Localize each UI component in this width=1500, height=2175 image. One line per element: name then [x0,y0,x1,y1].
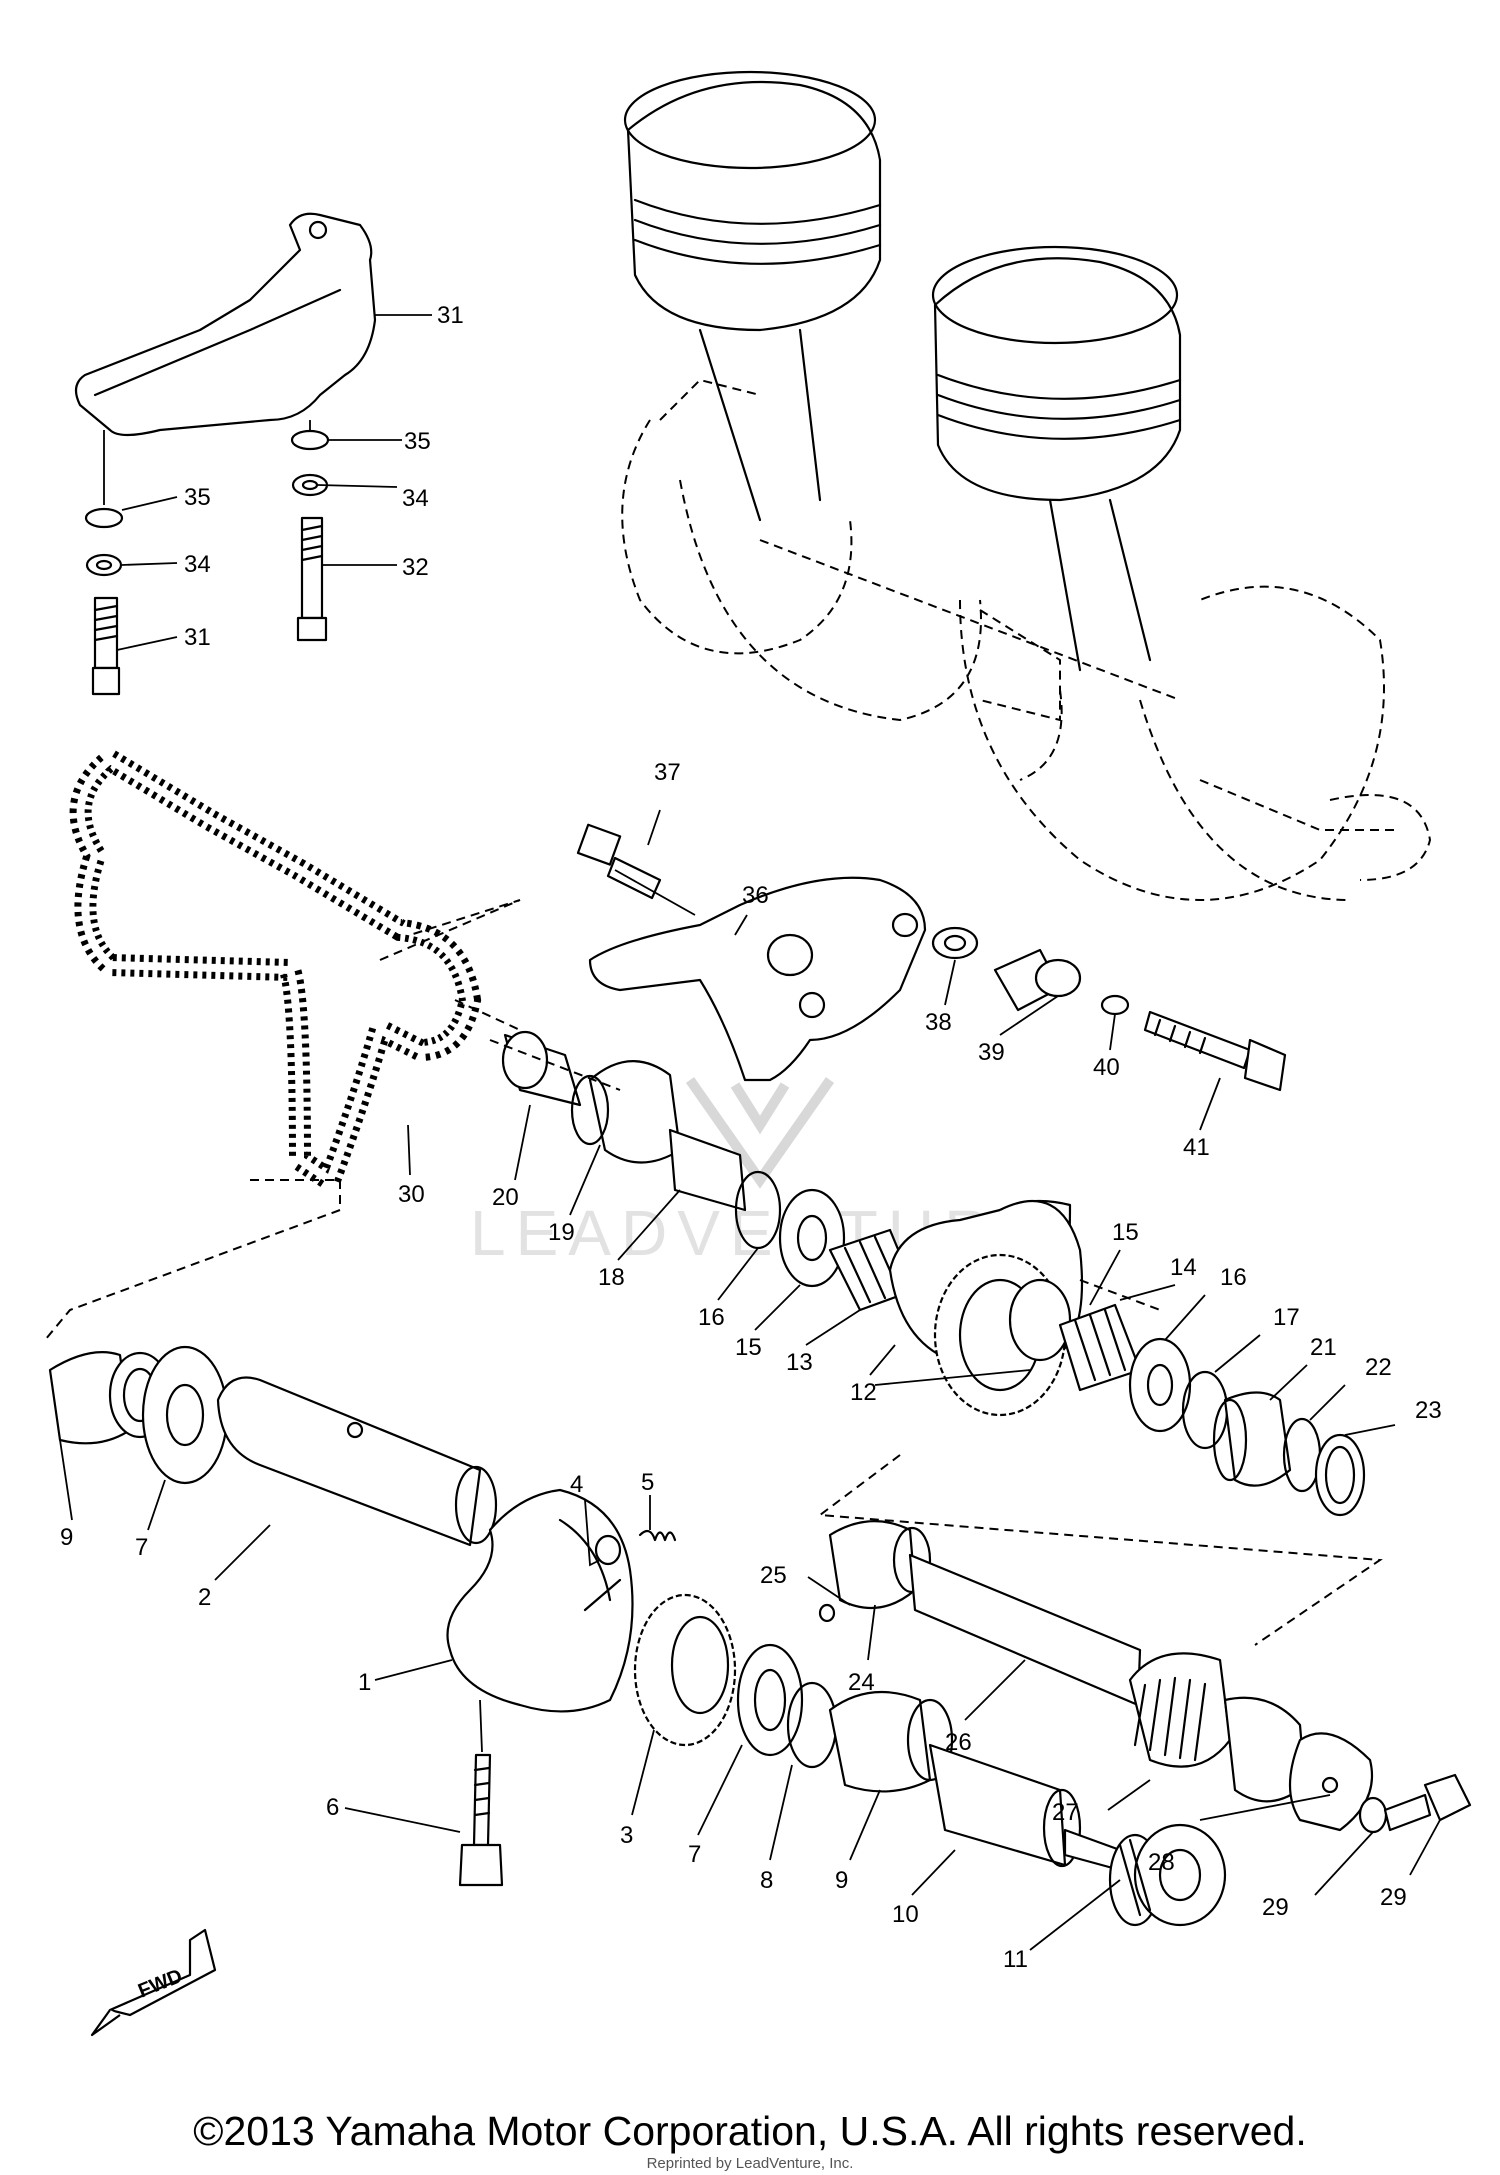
callout-25: 26 [945,1729,972,1756]
callout-24: 25 [760,1562,787,1589]
washer-40 [1100,994,1130,1016]
sprocket-14 [933,1253,1072,1417]
callout-13-right: 14 [1170,1254,1197,1281]
bolt-6 [458,1753,504,1887]
engine-assembly-outline [621,70,1432,901]
collar-bolt-39 [993,948,1082,1012]
callout-41: 41 [1183,1134,1210,1161]
bracket-31 [74,212,377,437]
thrust-washer-7-right [736,1643,804,1757]
callout-34-left: 34 [184,551,211,578]
copyright-text: ©2013 Yamaha Motor Corporation, U.S.A. A… [193,2108,1307,2154]
shaft-housing-1 [446,1488,634,1713]
callout-8: 8 [760,1867,773,1894]
ring-21 [1282,1417,1322,1493]
bolt-33 [296,516,328,642]
callout-35-right: 35 [404,428,431,455]
callout-9-right: 9 [835,1867,848,1894]
callout-11: 11 [1003,1946,1028,1973]
callout-18: 19 [548,1219,575,1246]
washer-15-right [1128,1337,1192,1433]
spacer-17 [668,1128,747,1212]
callout-7-right: 7 [688,1841,701,1868]
callout-31: 31 [437,302,464,329]
callout-16-right: 17 [1273,1304,1300,1331]
pin-24 [818,1603,836,1623]
callout-6: 6 [326,1794,339,1821]
shaft-25 [908,1553,1142,1707]
chain-guide-outline [379,899,521,1031]
lower-right-guide [817,1454,1383,1646]
callout-12: 12 [850,1379,877,1406]
callout-3: 3 [620,1822,633,1849]
callout-5: 5 [641,1469,654,1496]
callout-10: 10 [892,1901,919,1928]
callout-9-left: 9 [60,1524,73,1551]
callout-13-left: 13 [786,1349,813,1376]
spring-5 [638,1529,677,1542]
callout-36: 36 [742,882,769,909]
callout-27: 28 [1148,1849,1175,1876]
washer-35-left [84,507,124,529]
callout-20: 21 [1310,1334,1337,1361]
callout-32: 31 [184,624,211,651]
callout-33: 32 [402,554,429,581]
callout-19: 20 [492,1184,519,1211]
cap-11 [1108,1823,1227,1927]
gear-26 [1128,1652,1307,1803]
washer-35-right [290,429,330,451]
callout-7-left: 7 [135,1534,148,1561]
bolt-29 [1383,1773,1472,1832]
thrust-washer-7-left [141,1345,229,1485]
callout-22: 23 [1415,1397,1442,1424]
bearing-19 [501,1030,582,1107]
lower-left-guide [44,1179,341,1341]
washer-34-left [85,553,123,577]
reprint-credit: Reprinted by LeadVenture, Inc. [646,2155,854,2172]
callout-labels: 31 35 34 32 35 34 31 30 37 36 38 39 40 4… [60,302,1442,1973]
callout-16-left: 16 [698,1304,725,1331]
bearing-18 [570,1060,682,1164]
callout-4: 4 [570,1471,583,1498]
callout-38: 38 [925,1009,952,1036]
plunger-4 [594,1534,622,1566]
washer-15 [778,1188,846,1288]
callout-30: 30 [398,1181,425,1208]
bolt-32 [91,596,121,696]
callout-21: 22 [1365,1354,1392,1381]
leader-lines [59,314,1441,1951]
bearing-20 [1212,1391,1292,1487]
callout-14: 15 [1112,1219,1139,1246]
callout-17: 18 [598,1264,625,1291]
callout-1: 1 [358,1669,371,1696]
callout-15-left: 15 [735,1334,762,1361]
callout-34-right: 34 [402,485,429,512]
cam-chain-30 [69,746,482,1197]
oil-seal-22 [1314,1433,1366,1517]
washer-28 [1358,1796,1388,1834]
callout-28: 29 [1262,1894,1289,1921]
callout-37: 37 [654,759,681,786]
callout-39: 39 [978,1039,1005,1066]
callout-15-right: 16 [1220,1264,1247,1291]
washer-38 [931,926,979,960]
bearing-9-right [828,1690,954,1793]
bolt-41 [1143,1010,1287,1092]
callout-26: 27 [1052,1799,1079,1826]
callout-40: 40 [1093,1054,1120,1081]
callout-23: 24 [848,1669,875,1696]
sleeve-10 [928,1743,1122,1872]
sprocket-3 [633,1593,737,1747]
callout-2: 2 [198,1584,211,1611]
shaft-2 [216,1376,498,1547]
callout-35-left: 35 [184,484,211,511]
forward-arrow-icon: FWD [90,1928,217,2037]
bolt-37 [576,823,662,900]
bearing-23 [828,1520,932,1610]
callout-29: 29 [1380,1884,1407,1911]
tensioner-arm-36 [588,876,927,1082]
shaft-axis-guide [489,1039,1161,1311]
